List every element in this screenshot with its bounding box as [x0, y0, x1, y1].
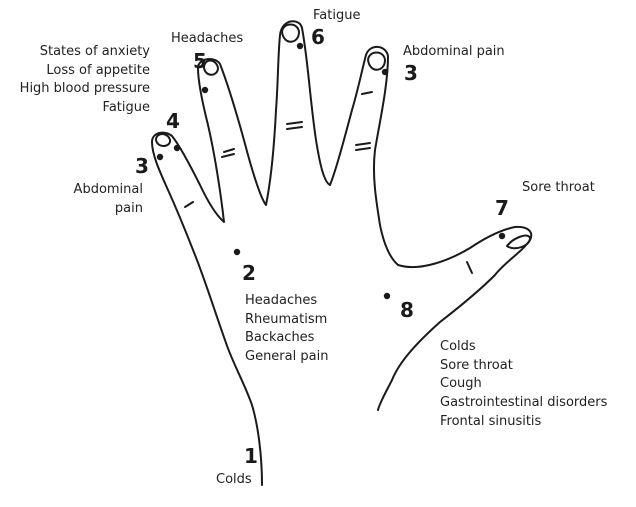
point-dot-7	[498, 232, 506, 240]
point-7-label: Sore throat	[522, 180, 595, 195]
crease-thumb	[466, 261, 473, 274]
nail-ring	[203, 59, 219, 76]
point-8-label-list: Colds Sore throat Cough Gastrointestinal…	[440, 338, 607, 432]
point-2-label: Rheumatism	[245, 311, 328, 327]
point-3-index-label: Abdominal pain	[403, 44, 505, 59]
crease-index-2	[355, 142, 371, 146]
point-dot-3-little	[156, 153, 164, 161]
point-number-5: 5	[193, 49, 207, 73]
point-4-label: Fatigue	[102, 100, 150, 116]
point-2-label-list: Headaches Rheumatism Backaches General p…	[245, 292, 328, 367]
point-4-label: Loss of appetite	[46, 62, 150, 78]
point-5-label: Headaches	[171, 31, 244, 46]
crease-index-3	[355, 147, 371, 151]
point-1-label: Colds	[216, 472, 252, 487]
point-6-label: Fatigue	[313, 8, 361, 23]
point-number-4: 4	[166, 109, 180, 133]
point-dot-4	[173, 144, 181, 152]
point-dot-2	[233, 248, 241, 256]
point-number-2: 2	[242, 261, 256, 285]
point-3-little-label: Abdominal	[73, 182, 143, 197]
point-dot-8	[383, 292, 391, 300]
point-3-little-label: pain	[114, 200, 143, 216]
nail-middle	[281, 23, 300, 43]
point-number-6: 6	[311, 25, 325, 49]
point-number-1: 1	[244, 444, 258, 468]
crease-ring-1	[223, 148, 235, 153]
point-number-7: 7	[495, 196, 509, 220]
point-8-label: Frontal sinusitis	[440, 413, 542, 429]
point-number-8: 8	[400, 298, 414, 322]
point-2-label: General pain	[245, 349, 329, 365]
nail-little	[155, 133, 171, 147]
crease-ring-2	[221, 153, 235, 158]
point-4-label: States of anxiety	[39, 44, 150, 59]
point-4-label-list: States of anxiety Loss of appetite High …	[20, 43, 150, 118]
point-8-label: Sore throat	[440, 357, 513, 373]
hand-outline	[151, 20, 533, 486]
point-dot-6	[296, 42, 304, 50]
point-8-label: Gastrointestinal disorders	[440, 395, 608, 411]
crease-middle-1	[286, 121, 303, 125]
point-8-label: Colds	[440, 339, 476, 354]
nail-index	[367, 51, 386, 71]
point-dot-5	[201, 86, 209, 94]
point-2-label: Headaches	[245, 293, 318, 308]
point-number-3-little: 3	[135, 154, 149, 178]
crease-little	[184, 201, 194, 208]
point-4-label: High blood pressure	[19, 81, 150, 97]
point-3-little-label-list: Abdominal pain	[74, 181, 143, 218]
nail-thumb	[506, 234, 531, 250]
crease-middle-2	[286, 126, 303, 130]
crease-index-1	[361, 91, 373, 95]
point-dot-3-index	[381, 68, 389, 76]
point-number-3-index: 3	[404, 61, 418, 85]
point-8-label: Cough	[440, 376, 482, 392]
point-2-label: Backaches	[245, 330, 315, 346]
